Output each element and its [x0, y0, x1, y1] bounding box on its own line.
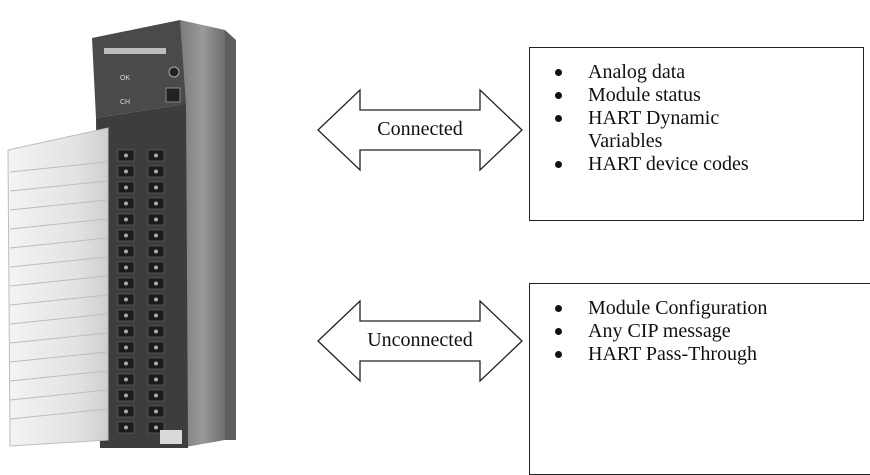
- door-ridge: [9, 256, 108, 268]
- bullet-icon: [555, 328, 562, 335]
- terminal-dot: [124, 313, 128, 318]
- module-ok-label: OK: [120, 75, 130, 82]
- module-knob-icon: [168, 66, 180, 78]
- connected-list: Analog data Module status HART Dynamic V…: [530, 48, 863, 176]
- door-ridge: [9, 237, 108, 249]
- terminal-dot: [154, 297, 158, 302]
- door-ridge: [9, 275, 108, 287]
- terminal-dot: [154, 425, 158, 430]
- bullet-icon: [555, 115, 562, 122]
- terminal-dot: [124, 393, 128, 398]
- list-item: Module status: [530, 84, 863, 107]
- bullet-icon: [555, 92, 562, 99]
- terminal-dot: [154, 393, 158, 398]
- terminal-dot: [124, 265, 128, 270]
- terminal-dot: [124, 281, 128, 286]
- terminal-dot: [124, 233, 128, 238]
- door-ridge: [9, 218, 108, 230]
- list-item: Module Configuration: [530, 297, 870, 320]
- unconnected-list: Module Configuration Any CIP message HAR…: [530, 284, 870, 366]
- door-ridge: [9, 389, 108, 401]
- bullet-icon: [555, 351, 562, 358]
- bullet-icon: [555, 305, 562, 312]
- terminal-dot: [124, 249, 128, 254]
- terminal-dot: [154, 377, 158, 382]
- list-item: HART Pass-Through: [530, 343, 870, 366]
- terminal-dot: [154, 217, 158, 222]
- terminal-dot: [154, 201, 158, 206]
- terminal-dot: [124, 169, 128, 174]
- module-ch-label: CH: [120, 99, 130, 106]
- unconnected-info-box: Module Configuration Any CIP message HAR…: [529, 283, 870, 475]
- terminal-dot: [124, 185, 128, 190]
- list-item: HART device codes: [530, 153, 863, 176]
- door-ridge: [9, 332, 108, 344]
- module-header: [92, 20, 186, 118]
- door-ridge: [9, 294, 108, 306]
- terminal-dot: [124, 425, 128, 430]
- terminal-dot: [124, 377, 128, 382]
- door-ridge: [9, 161, 108, 173]
- terminal-dot: [154, 249, 158, 254]
- list-item: HART Dynamic Variables: [530, 107, 863, 153]
- terminal-dot: [154, 265, 158, 270]
- terminal-dot: [154, 313, 158, 318]
- terminal-dot: [124, 153, 128, 158]
- door-ridge: [9, 180, 108, 192]
- door-ridge: [9, 313, 108, 325]
- door-ridges: [9, 161, 108, 420]
- door-ridge: [9, 408, 108, 420]
- terminal-dot: [154, 153, 158, 158]
- terminal-dot: [154, 233, 158, 238]
- connected-label: Connected: [377, 118, 463, 140]
- terminal-dot: [154, 361, 158, 366]
- terminal-dot: [154, 185, 158, 190]
- door-ridge: [9, 351, 108, 363]
- bullet-icon: [555, 161, 562, 168]
- terminal-dot: [154, 345, 158, 350]
- terminal-dot: [124, 201, 128, 206]
- bullet-icon: [555, 69, 562, 76]
- terminal-dot: [124, 217, 128, 222]
- terminal-dot: [124, 409, 128, 414]
- connected-info-box: Analog data Module status HART Dynamic V…: [529, 47, 864, 221]
- terminal-dot: [154, 169, 158, 174]
- terminal-dot: [124, 329, 128, 334]
- list-item: Any CIP message: [530, 320, 870, 343]
- unconnected-arrow: [317, 299, 523, 383]
- list-item: Analog data: [530, 61, 863, 84]
- module-body: [96, 104, 188, 448]
- module-side-panel: [180, 20, 225, 448]
- door-ridge: [9, 370, 108, 382]
- terminal-dot: [154, 409, 158, 414]
- terminal-block: [117, 149, 165, 434]
- connected-arrow: [317, 88, 523, 172]
- door-ridge: [9, 199, 108, 211]
- terminal-dot: [124, 361, 128, 366]
- terminal-dot: [154, 281, 158, 286]
- terminal-dot: [154, 329, 158, 334]
- io-module-image: OK CH: [7, 20, 236, 448]
- terminal-dot: [124, 345, 128, 350]
- unconnected-label: Unconnected: [367, 329, 473, 351]
- terminal-dot: [124, 297, 128, 302]
